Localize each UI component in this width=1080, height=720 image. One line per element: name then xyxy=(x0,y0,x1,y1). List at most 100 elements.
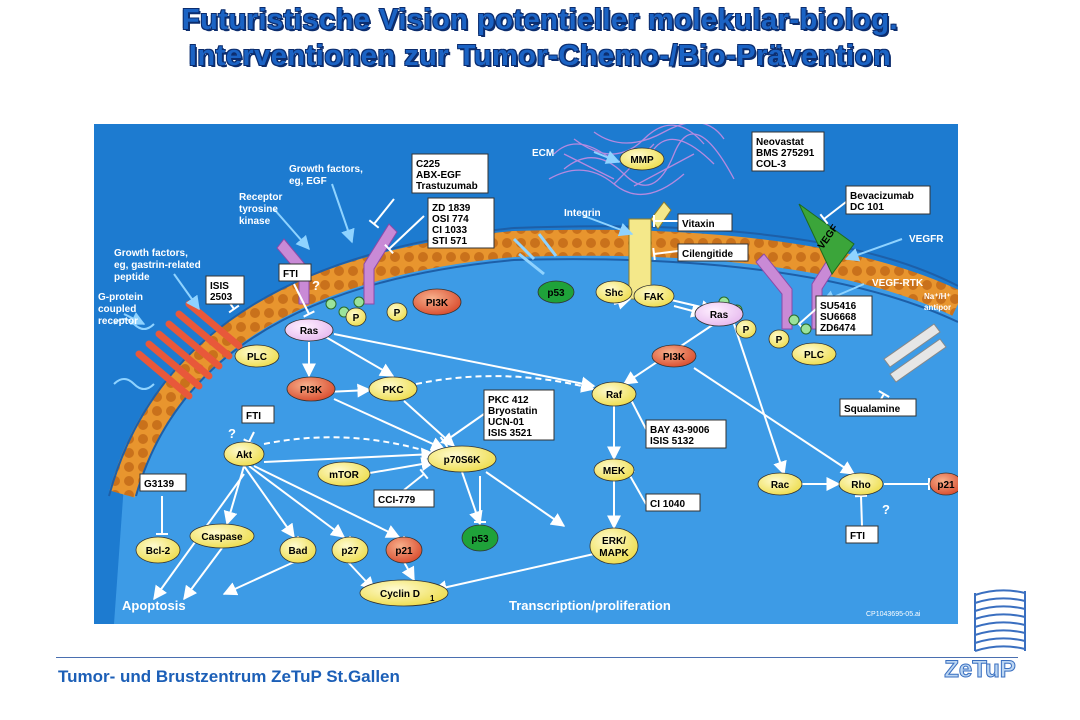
node-label-akt: Akt xyxy=(236,450,253,461)
node-label-pkc: PKC xyxy=(382,385,403,396)
slide-title: Futuristische Vision potentieller moleku… xyxy=(0,2,1080,74)
title-line-2: Interventionen zur Tumor-Chemo-/Bio-Präv… xyxy=(188,40,892,72)
inhibition-line-0 xyxy=(368,198,395,229)
vegfr-label: VEGFR xyxy=(909,234,944,245)
node-label-p53a: p53 xyxy=(547,288,565,299)
apoptosis-label: Apoptosis xyxy=(122,598,186,613)
node-bad: Bad xyxy=(279,536,317,564)
node-plc2: PLC xyxy=(791,342,837,366)
activation-arrow-24 xyxy=(183,547,223,601)
node-label-pi3k2: PI3K xyxy=(663,352,686,363)
antiport-label-1: Na⁺/H⁺ xyxy=(924,292,951,301)
node-p-b: P xyxy=(386,302,408,322)
vegf-rtk-label: VEGF-RTK xyxy=(872,278,924,289)
node-caspase: Caspase xyxy=(189,523,255,549)
node-mtor: mTOR xyxy=(317,461,371,487)
node-rac: Rac xyxy=(757,472,803,496)
vegf-ligand: VEGF xyxy=(798,203,855,275)
drug-name: C225 xyxy=(416,159,440,170)
gpcr-coils xyxy=(135,300,243,400)
activation-arrow-9 xyxy=(363,457,436,475)
activation-arrow-2 xyxy=(333,333,596,391)
activation-arrow-4 xyxy=(223,465,245,526)
inhibition-line-3 xyxy=(652,247,679,261)
node-label-p27: p27 xyxy=(341,546,359,557)
inhibition-line-8 xyxy=(439,413,485,448)
drug-name: STI 571 xyxy=(432,236,467,247)
cyclin-label: Cyclin D xyxy=(380,589,420,600)
node-fak: FAK xyxy=(633,284,675,308)
node-label-raf: Raf xyxy=(606,390,623,401)
drug-name: OSI 774 xyxy=(432,214,469,225)
node-label-ras1: Ras xyxy=(300,326,319,337)
integrin-label: Integrin xyxy=(564,208,601,219)
transcription-label: Transcription/proliferation xyxy=(509,598,671,613)
phospho-site-0 xyxy=(325,298,337,310)
node-p-c: P xyxy=(735,319,757,339)
activation-arrow-7 xyxy=(253,465,401,538)
drug-box-cilengitide: Cilengitide xyxy=(677,243,749,262)
erk-label-1: ERK/ xyxy=(602,536,626,547)
drug-name: FTI xyxy=(246,411,261,422)
drug-name: Bryostatin xyxy=(488,406,537,417)
drug-name: Cilengitide xyxy=(682,249,734,260)
activation-arrow-27 xyxy=(401,561,415,582)
drug-name: DC 101 xyxy=(850,202,884,213)
node-ras2: Ras xyxy=(694,301,744,327)
title-line-1: Futuristische Vision potentieller moleku… xyxy=(181,4,899,36)
erk-label-2: MAPK xyxy=(599,548,629,559)
node-label-caspase: Caspase xyxy=(201,532,243,543)
activation-arrow-1 xyxy=(323,335,395,377)
ecm-label: ECM xyxy=(532,148,554,159)
drug-name: Trastuzumab xyxy=(416,181,478,192)
drug-name: ISIS 3521 xyxy=(488,428,532,439)
inhibition-line-15 xyxy=(854,494,868,527)
integrin xyxy=(628,201,672,300)
node-label-p-b: P xyxy=(394,308,401,319)
node-p27: p27 xyxy=(331,536,369,564)
node-label-p70: p70S6K xyxy=(444,455,481,466)
node-label-bcl2: Bcl-2 xyxy=(146,546,171,557)
zetup-logo: ZeTuP xyxy=(944,589,1026,680)
activation-arrow-16 xyxy=(485,471,566,527)
drug-box-cci779: CCI-779 xyxy=(373,489,435,508)
question-mark-2: ? xyxy=(228,426,236,441)
phospho-site-5 xyxy=(788,314,800,326)
node-label-shc: Shc xyxy=(605,288,624,299)
node-label-mtor: mTOR xyxy=(329,470,360,481)
node-erk: ERK/MAPK xyxy=(589,527,639,565)
activation-arrow-10 xyxy=(333,398,446,451)
node-p-a: P xyxy=(345,307,367,327)
drug-name: ISIS 5132 xyxy=(650,436,694,447)
drug-name: Squalamine xyxy=(844,404,901,415)
drug-box-g3139: G3139 xyxy=(139,473,187,492)
inhibition-line-13 xyxy=(156,496,168,535)
receptor-label-3: kinase xyxy=(239,216,271,227)
gpcr-label-3: receptor xyxy=(98,316,138,327)
drug-name: BAY 43-9006 xyxy=(650,425,710,436)
drug-name: PKC 412 xyxy=(488,395,529,406)
activation-arrow-18 xyxy=(693,367,856,475)
figure-code: CP1043695-05.ai xyxy=(866,611,921,618)
drug-box-vitaxin: Vitaxin xyxy=(677,213,733,232)
activation-arrow-17 xyxy=(733,323,787,476)
inhibition-line-16 xyxy=(884,478,930,490)
drug-box-fti-3: FTI xyxy=(845,525,879,544)
question-mark-1: ? xyxy=(312,278,320,293)
activation-arrow-8 xyxy=(263,447,436,463)
inhibition-line-12 xyxy=(403,468,429,491)
drug-name: Neovastat xyxy=(756,137,804,148)
node-label-p-a: P xyxy=(353,313,360,324)
node-label-bad: Bad xyxy=(289,546,308,557)
growth-factors-label-1: Growth factors, xyxy=(289,164,363,175)
node-label-mmp: MMP xyxy=(630,155,654,166)
gastrin-label-1: Growth factors, xyxy=(114,248,188,259)
node-label-p-d: P xyxy=(776,335,783,346)
annotation-arrows xyxy=(123,150,903,325)
